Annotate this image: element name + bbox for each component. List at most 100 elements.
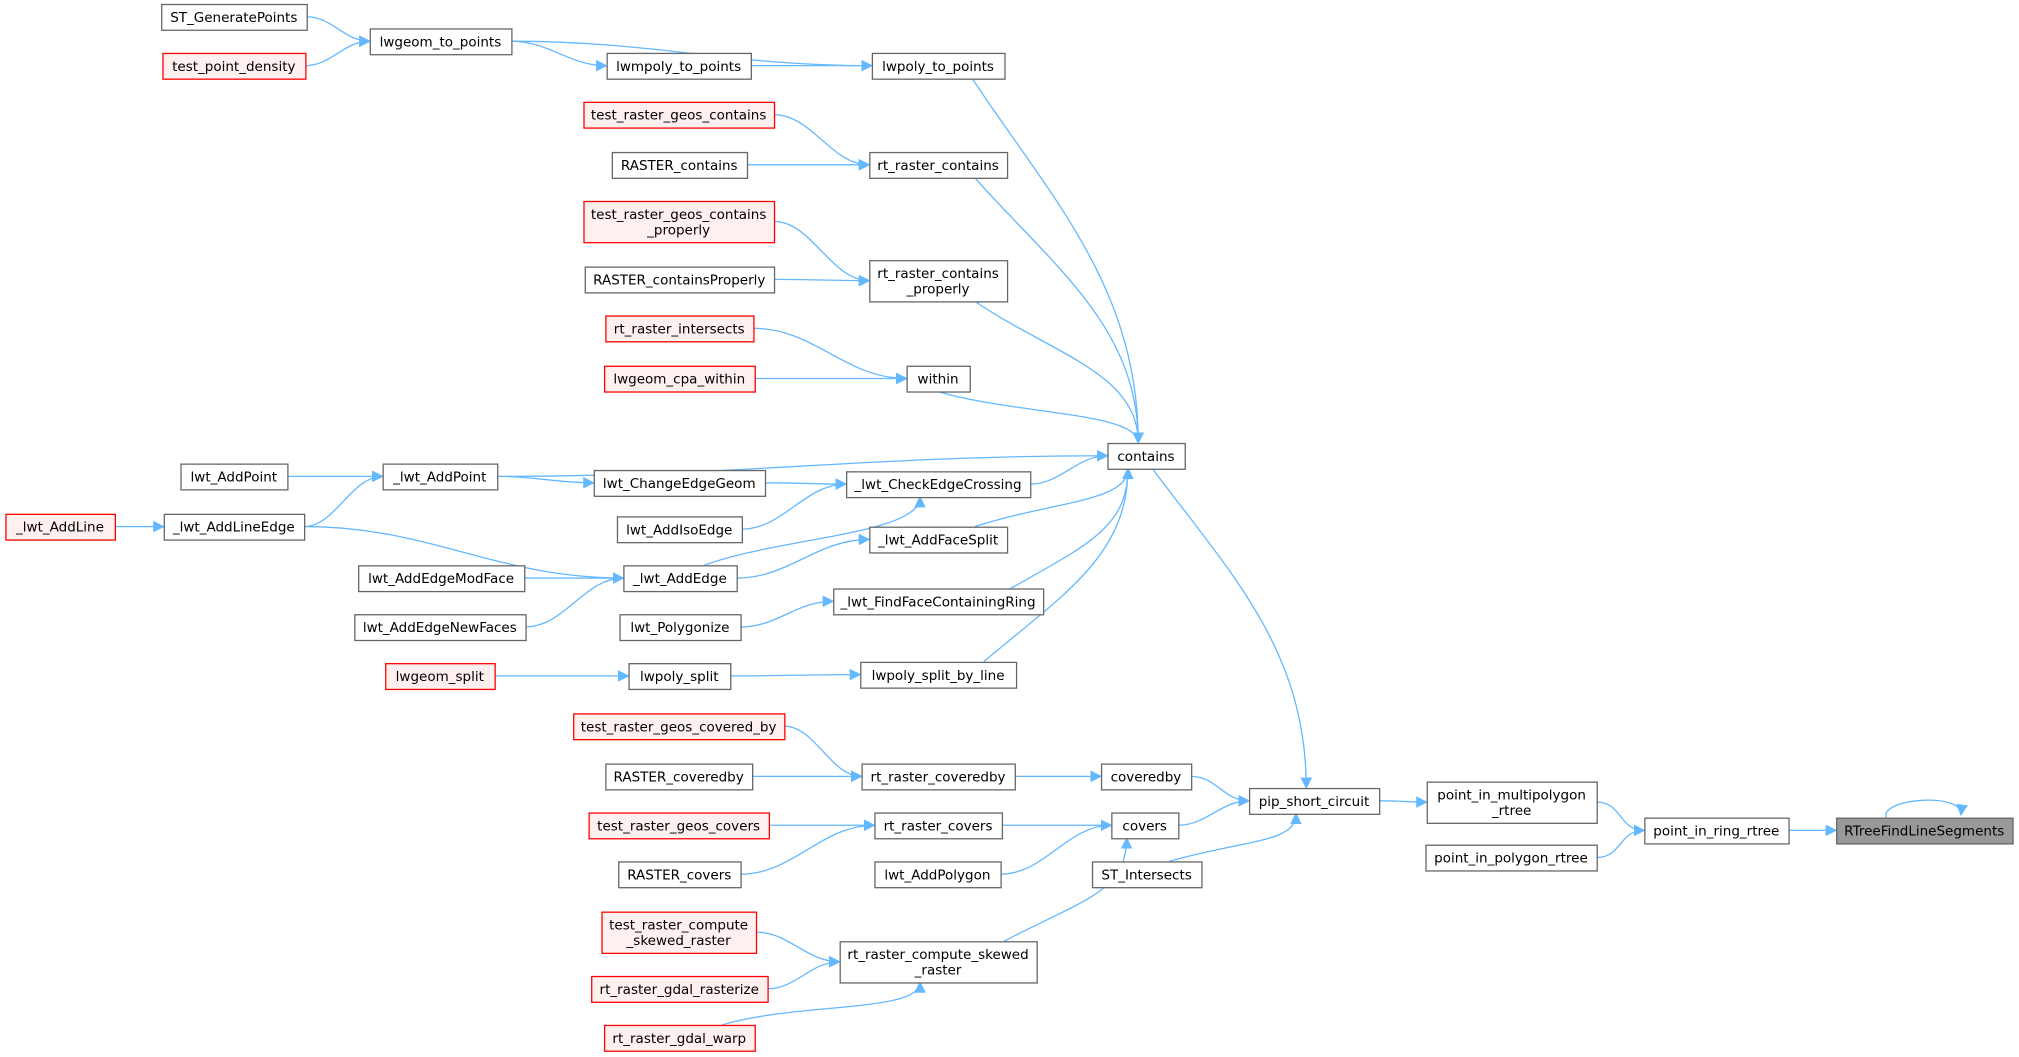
node-test-point-density[interactable]: test_point_density xyxy=(162,52,307,80)
node-box xyxy=(616,516,743,544)
node-within[interactable]: within xyxy=(906,365,971,393)
node-label: test_raster_compute xyxy=(609,918,748,934)
node-label: lwgeom_cpa_within xyxy=(613,372,745,388)
node-lwt-addpoint[interactable]: _lwt_AddPoint xyxy=(382,463,499,491)
node-label: test_raster_geos_covered_by xyxy=(581,719,777,735)
node-lwt-addedge[interactable]: _lwt_AddEdge xyxy=(623,565,738,593)
node-lwt-addlineedge[interactable]: _lwt_AddLineEdge xyxy=(163,513,306,541)
edge-rt-raster-gdal-rasterize-to-rt-raster-compute-skewed-raster xyxy=(767,955,841,990)
node-box xyxy=(874,812,1004,840)
node-raster-covers[interactable]: RASTER_covers xyxy=(618,861,742,889)
node-label: _raster xyxy=(914,963,962,979)
node-label: lwgeom_split xyxy=(396,669,484,685)
edge-raster-covers-to-rt-raster-covers xyxy=(740,819,876,875)
node-lwt-findfacecontainingring[interactable]: _lwt_FindFaceContainingRing xyxy=(833,588,1045,616)
node-lwpoly-split-by-line[interactable]: lwpoly_split_by_line xyxy=(860,661,1018,689)
node-lwgeom-split[interactable]: lwgeom_split xyxy=(385,663,496,691)
node-label: rt_raster_covers xyxy=(884,818,993,834)
node-raster-coveredby[interactable]: RASTER_coveredby xyxy=(605,763,754,791)
node-rt-raster-contains[interactable]: rt_raster_contains xyxy=(869,151,1009,179)
node-box xyxy=(354,614,527,642)
node-lwt-addpolygon[interactable]: lwt_AddPolygon xyxy=(874,861,1002,889)
node-lwt-polygonize[interactable]: lwt_Polygonize xyxy=(619,614,742,642)
node-point-in-multipolygon-rtree[interactable]: point_in_multipolygon_rtree xyxy=(1426,781,1598,824)
node-label: lwmpoly_to_points xyxy=(616,59,741,75)
edge-lwt-addisoedge-to-lwt-checkedgecrossing xyxy=(741,478,848,530)
node-label: lwt_AddPolygon xyxy=(884,867,990,883)
node-lwt-checkedgecrossing[interactable]: _lwt_CheckEdgeCrossing xyxy=(845,471,1032,499)
node-test-raster-geos-covered-by[interactable]: test_raster_geos_covered_by xyxy=(573,713,786,741)
node-box xyxy=(605,315,755,343)
edge-lwt-checkedgecrossing-to-contains xyxy=(1030,449,1109,485)
node-rtreefindlinesegments[interactable]: RTreeFindLineSegments xyxy=(1836,817,2014,845)
node-lwpoly-split[interactable]: lwpoly_split xyxy=(628,663,732,691)
edge-test-point-density-to-lwgeom-to-points xyxy=(305,35,371,67)
node-label: RASTER_coveredby xyxy=(614,769,744,785)
node-label: rt_raster_intersects xyxy=(614,321,745,337)
node-box xyxy=(874,861,1002,889)
node-label: test_raster_geos_contains xyxy=(591,207,767,223)
node-label: lwpoly_split xyxy=(640,669,719,685)
node-point-in-ring-rtree[interactable]: point_in_ring_rtree xyxy=(1644,817,1790,845)
node-label: point_in_multipolygon xyxy=(1437,788,1586,804)
node-rt-raster-gdal-warp[interactable]: rt_raster_gdal_warp xyxy=(603,1024,756,1052)
node-box xyxy=(573,713,786,741)
node-label: _skewed_raster xyxy=(626,933,732,949)
node-label: _rtree xyxy=(1491,803,1531,819)
node-raster-containsproperly[interactable]: RASTER_containsProperly xyxy=(584,266,776,294)
node-lwgeom-to-points[interactable]: lwgeom_to_points xyxy=(369,28,513,56)
node-label: _lwt_FindFaceContainingRing xyxy=(840,594,1036,610)
node-box xyxy=(1111,812,1180,840)
node-box xyxy=(593,469,767,497)
node-lwpoly-to-points[interactable]: lwpoly_to_points xyxy=(871,52,1006,80)
node-pip-short-circuit[interactable]: pip_short_circuit xyxy=(1248,787,1381,815)
node-rt-raster-intersects[interactable]: rt_raster_intersects xyxy=(605,315,755,343)
node-st-generatepoints[interactable]: ST_GeneratePoints xyxy=(161,3,308,31)
node-test-raster-geos-contains[interactable]: test_raster_geos_contains xyxy=(583,101,776,129)
node-covers[interactable]: covers xyxy=(1111,812,1180,840)
node-label: _lwt_AddPoint xyxy=(392,470,486,486)
node-box xyxy=(583,200,776,244)
node-rt-raster-gdal-rasterize[interactable]: rt_raster_gdal_rasterize xyxy=(591,975,769,1003)
node-lwt-addisoedge[interactable]: lwt_AddIsoEdge xyxy=(616,516,743,544)
node-rt-raster-compute-skewed-raster[interactable]: rt_raster_compute_skewed_raster xyxy=(839,941,1038,984)
node-lwmpoly-to-points[interactable]: lwmpoly_to_points xyxy=(606,52,753,80)
node-box xyxy=(871,52,1006,80)
node-coveredby[interactable]: coveredby xyxy=(1100,763,1193,791)
edge-test-raster-geos-contains-properly-to-rt-raster-contains-properly xyxy=(773,220,871,287)
node-lwt-addfacesplit[interactable]: _lwt_AddFaceSplit xyxy=(869,526,1009,554)
node-rt-raster-contains-properly[interactable]: rt_raster_contains_properly xyxy=(869,260,1009,303)
node-label: rt_raster_gdal_rasterize xyxy=(600,982,759,998)
node-label: rt_raster_contains xyxy=(877,158,998,174)
node-label: rt_raster_coveredby xyxy=(871,769,1006,785)
node-contains[interactable]: contains xyxy=(1107,442,1186,470)
edge-coveredby-to-pip-short-circuit xyxy=(1191,775,1251,807)
edge-contains-to-pip-short-circuit xyxy=(1151,468,1313,790)
node-rt-raster-covers[interactable]: rt_raster_covers xyxy=(874,812,1004,840)
node-label: _properly xyxy=(646,222,710,238)
node-label: _lwt_CheckEdgeCrossing xyxy=(854,477,1022,493)
node-box xyxy=(382,463,499,491)
node-lwt-addedgemodface[interactable]: lwt_AddEdgeModFace xyxy=(358,565,526,593)
node-lwgeom-cpa-within[interactable]: lwgeom_cpa_within xyxy=(603,365,756,393)
node-label: lwt_Polygonize xyxy=(630,620,729,636)
node-label: pip_short_circuit xyxy=(1259,794,1370,810)
node-lwt-changeedgegeom[interactable]: lwt_ChangeEdgeGeom xyxy=(593,469,767,497)
node-test-raster-geos-contains-properly[interactable]: test_raster_geos_contains_properly xyxy=(583,200,776,244)
node-st-intersects[interactable]: ST_Intersects xyxy=(1091,861,1203,889)
node-lwt-addpoint[interactable]: lwt_AddPoint xyxy=(180,463,289,491)
node-box xyxy=(845,471,1032,499)
node-box xyxy=(1091,861,1203,889)
node-box xyxy=(1100,763,1193,791)
node-raster-contains[interactable]: RASTER_contains xyxy=(611,151,749,179)
node-rt-raster-coveredby[interactable]: rt_raster_coveredby xyxy=(861,763,1016,791)
nodes-layer: ST_GeneratePointstest_point_densitylwgeo… xyxy=(5,3,2014,1052)
node-lwt-addline[interactable]: _lwt_AddLine xyxy=(5,513,117,541)
node-test-raster-geos-covers[interactable]: test_raster_geos_covers xyxy=(588,812,771,840)
node-box xyxy=(869,526,1009,554)
node-lwt-addedgenewfaces[interactable]: lwt_AddEdgeNewFaces xyxy=(354,614,527,642)
node-box xyxy=(605,763,754,791)
node-point-in-polygon-rtree[interactable]: point_in_polygon_rtree xyxy=(1425,844,1598,872)
node-test-raster-compute-skewed-raster[interactable]: test_raster_compute_skewed_raster xyxy=(601,911,758,955)
